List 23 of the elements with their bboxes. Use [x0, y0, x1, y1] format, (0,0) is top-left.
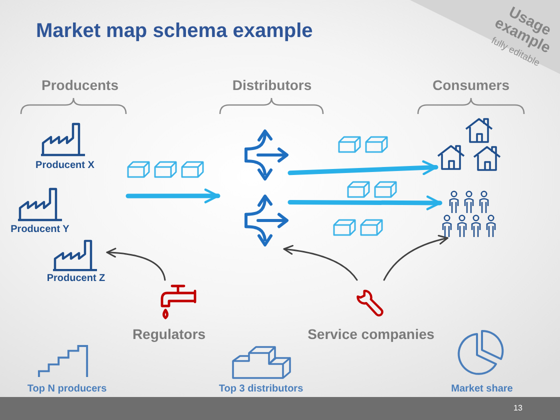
split-arrow-icon: [244, 192, 290, 249]
curved-arrow: [106, 248, 166, 281]
icon-caption: Market share: [451, 383, 513, 395]
node-label: Regulators: [132, 326, 206, 342]
column-heading: Distributors: [232, 77, 312, 94]
arrow: [288, 196, 442, 210]
icon-caption: Top N producers: [27, 383, 107, 395]
arrow: [288, 160, 438, 176]
curved-arrow: [383, 235, 448, 281]
diagram-title: Market map schema example: [36, 20, 313, 43]
split-arrow-icon: [244, 127, 290, 183]
arrow: [126, 188, 220, 204]
column-heading: Producents: [42, 77, 118, 94]
page-number: 13: [514, 403, 522, 413]
node-label: Service companies: [308, 326, 434, 342]
icon-caption: Top 3 distributors: [218, 383, 304, 395]
node-label: Producent X: [36, 160, 94, 172]
node-label: Producent Z: [46, 273, 106, 284]
people-icon: [440, 190, 498, 238]
node-label: Producent Y: [10, 224, 70, 236]
houses-icon: [436, 117, 502, 171]
curved-arrow: [283, 245, 358, 281]
column-heading: Consumers: [432, 77, 510, 94]
